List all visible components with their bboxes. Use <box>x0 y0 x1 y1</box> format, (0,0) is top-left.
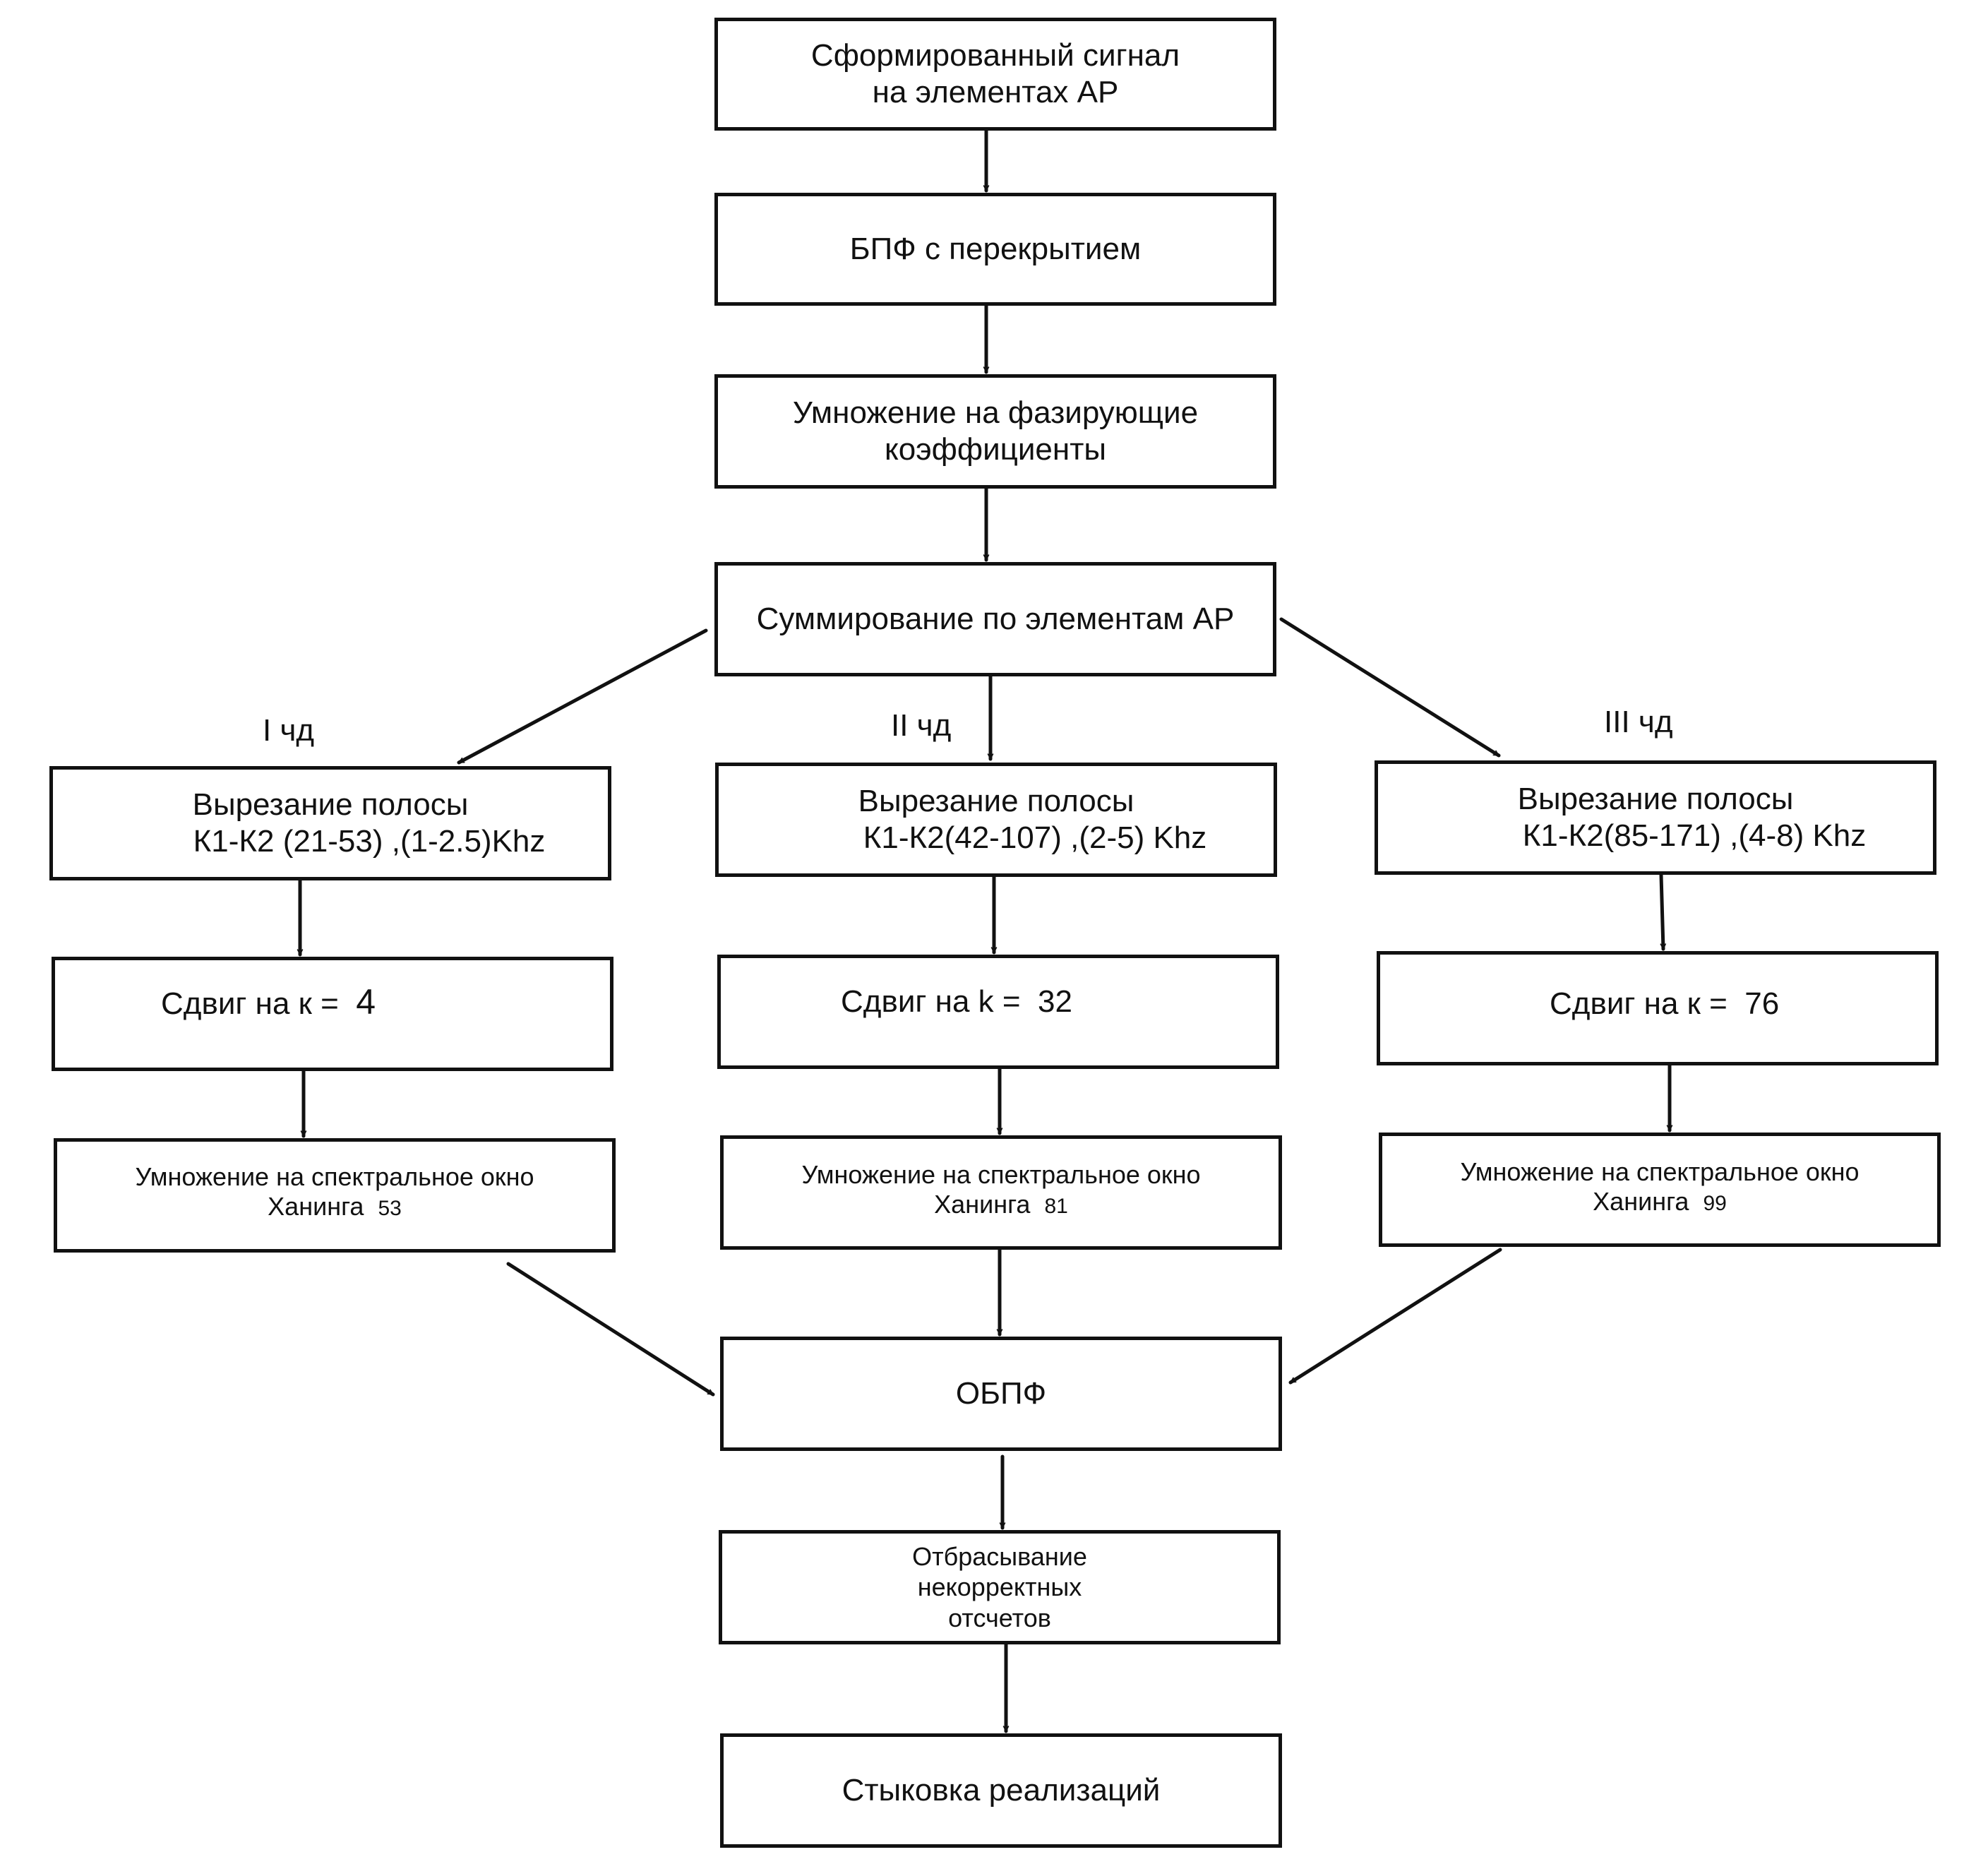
node-fft: БПФ с перекрытием <box>714 193 1276 306</box>
node-shift2-text: Сдвиг на k = <box>841 984 1021 1019</box>
band-label-3: III чд <box>1604 705 1673 739</box>
node-cut2: Вырезание полосы К1-К2(42-107) ,(2-5) Kh… <box>715 763 1277 877</box>
node-cut2-line1: Вырезание полосы <box>858 784 1134 819</box>
node-win3-value: 99 <box>1703 1192 1727 1216</box>
node-cut1-line1: Вырезание полосы <box>192 787 469 823</box>
node-cut3: Вырезание полосы К1-К2(85-171) ,(4-8) Kh… <box>1375 760 1936 875</box>
node-join: Стыковка реализаций <box>720 1733 1282 1848</box>
arrow-win3-to-ifft <box>1288 1248 1502 1385</box>
node-phase-line1: Умножение на фазирующие <box>792 395 1199 431</box>
node-discard-line3: отсчетов <box>948 1603 1051 1632</box>
node-shift1-value: 4 <box>356 982 376 1022</box>
node-shift1-text: Сдвиг на к = <box>161 986 339 1021</box>
node-win1-line1: Умножение на спектральное окно <box>135 1161 534 1191</box>
node-phase-line2: коэффициенты <box>885 432 1106 467</box>
node-shift3-text: Сдвиг на к = <box>1550 986 1727 1021</box>
node-shift1: Сдвиг на к = 4 <box>52 957 613 1071</box>
node-win2-line1: Умножение на спектральное окно <box>801 1160 1201 1189</box>
node-win2-line2: Ханинга <box>934 1190 1031 1219</box>
node-ifft-line1: ОБПФ <box>955 1376 1047 1411</box>
node-shift3-value: 76 <box>1744 986 1780 1021</box>
node-win3-line1: Умножение на спектральное окно <box>1460 1157 1860 1186</box>
node-join-line1: Стыковка реализаций <box>842 1773 1161 1808</box>
node-discard-line1: Отбрасывание <box>912 1542 1087 1572</box>
node-win3-line2: Ханинга <box>1593 1187 1689 1217</box>
node-signal-line2: на элементах АР <box>872 75 1119 109</box>
node-cut1-line2: К1-К2 (21-53) ,(1-2.5)Khz <box>193 824 546 859</box>
node-cut1: Вырезание полосы К1-К2 (21-53) ,(1-2.5)K… <box>49 766 611 880</box>
node-shift3-row: Сдвиг на к = 76 <box>1550 986 1779 1022</box>
arrow-win1-to-ifft <box>506 1262 715 1397</box>
arrow-cut3-to-shift3 <box>1659 873 1663 951</box>
node-win1-value: 53 <box>378 1197 402 1220</box>
arrow-sum-to-cut3 <box>1279 617 1501 758</box>
node-cut3-line2: К1-К2(85-171) ,(4-8) Khz <box>1522 818 1867 853</box>
node-win2-line2-row: Ханинга 81 <box>934 1190 1068 1219</box>
node-signal: Сформированный сигнал на элементах АР <box>714 18 1276 131</box>
node-shift2-value: 32 <box>1038 984 1072 1019</box>
node-win1-line2: Ханинга <box>268 1192 364 1221</box>
node-win3: Умножение на спектральное окно Ханинга 9… <box>1379 1133 1941 1247</box>
arrow-sum-to-cut1 <box>457 628 708 765</box>
node-cut3-line1: Вырезание полосы <box>1517 782 1794 817</box>
band-label-2: II чд <box>891 708 952 743</box>
node-shift1-row: Сдвиг на к = 4 <box>161 981 376 1023</box>
node-signal-line1: Сформированный сигнал <box>810 38 1180 73</box>
node-phase: Умножение на фазирующие коэффициенты <box>714 374 1276 489</box>
node-ifft: ОБПФ <box>720 1337 1282 1451</box>
node-shift2: Сдвиг на k = 32 <box>717 955 1279 1069</box>
node-shift2-row: Сдвиг на k = 32 <box>841 984 1072 1020</box>
node-win2-value: 81 <box>1044 1195 1068 1219</box>
node-shift3: Сдвиг на к = 76 <box>1377 951 1939 1065</box>
node-cut2-line2: К1-К2(42-107) ,(2-5) Khz <box>863 820 1207 855</box>
node-fft-line1: БПФ с перекрытием <box>849 232 1142 267</box>
band-label-1: I чд <box>263 713 315 748</box>
node-discard-line2: некорректных <box>917 1572 1082 1602</box>
node-win1: Умножение на спектральное окно Ханинга 5… <box>54 1138 616 1253</box>
node-sum-line1: Суммирование по элементам АР <box>756 602 1235 636</box>
node-win2: Умножение на спектральное окно Ханинга 8… <box>720 1135 1282 1250</box>
node-win1-line2-row: Ханинга 53 <box>268 1192 402 1221</box>
node-win3-line2-row: Ханинга 99 <box>1593 1187 1727 1217</box>
node-discard: Отбрасывание некорректных отсчетов <box>719 1530 1281 1644</box>
node-sum: Суммирование по элементам АР <box>714 562 1276 676</box>
